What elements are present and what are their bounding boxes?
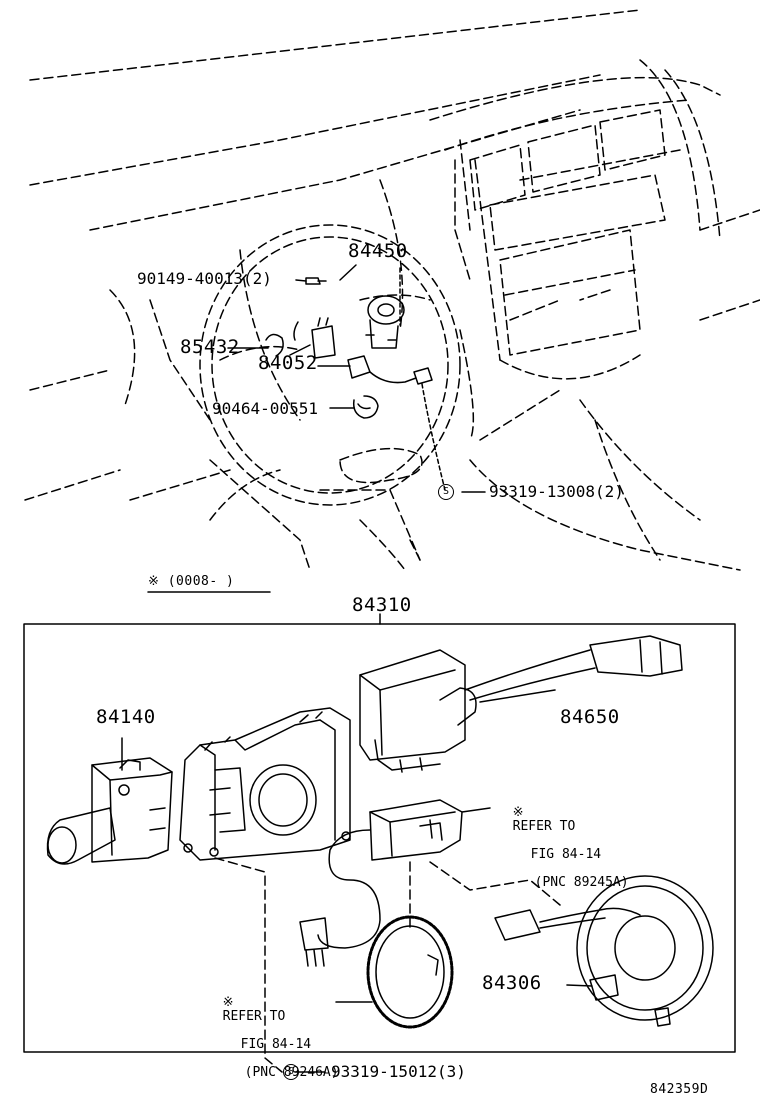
refer-note-89245a: ※ REFER TO FIG 84-14 (PNC 89245A)	[497, 792, 629, 890]
refer-line3: (PNC 89246A)	[244, 1065, 339, 1080]
refer-line3: (PNC 89245A)	[534, 875, 629, 890]
lower-leader-lines	[214, 807, 561, 1073]
refer-line2: FIG 84-14	[240, 1037, 312, 1052]
refer-line2: FIG 84-14	[530, 847, 602, 862]
s-mark-icon: S	[283, 1064, 299, 1080]
part-label-84450: 84450	[348, 240, 408, 262]
switch-body-drawing	[179, 707, 351, 861]
part-label-93319-13008: 93319-13008(2)	[489, 482, 624, 501]
part-label-84140: 84140	[96, 706, 156, 728]
connector-block-drawing	[299, 799, 463, 967]
dashboard-outline	[24, 9, 760, 571]
upper-parts	[227, 264, 486, 493]
assembly-84310-frame	[23, 613, 736, 1053]
part-label-93319-15012: 93319-15012(3)	[331, 1062, 466, 1081]
refer-star: ※	[222, 995, 234, 1010]
date-range-note: ※ (0008- )	[148, 574, 235, 589]
refer-line1: REFER TO	[512, 819, 576, 834]
part-label-84650: 84650	[560, 706, 620, 728]
assembly-label-84310: 84310	[352, 594, 412, 616]
part-label-85432: 85432	[180, 336, 240, 358]
part-label-90149-40013: 90149-40013(2)	[137, 269, 272, 288]
switch-84650-drawing	[359, 635, 683, 773]
console-panels	[469, 109, 681, 356]
part-label-90464-00551: 90464-00551	[212, 399, 318, 418]
clock-spring-drawing	[494, 875, 714, 1027]
steering-wheel-outline	[199, 224, 461, 506]
diagram-code: 842359D	[650, 1082, 709, 1097]
refer-line1: REFER TO	[222, 1009, 286, 1024]
refer-star: ※	[512, 805, 524, 820]
sensor-ring-drawing	[366, 915, 454, 1029]
switch-84140-drawing	[46, 737, 173, 865]
part-label-84306: 84306	[482, 972, 542, 994]
part-label-84052: 84052	[258, 352, 318, 374]
s-mark-icon: S	[438, 484, 454, 500]
refer-note-89246a: ※ REFER TO FIG 84-14 (PNC 89246A)	[207, 982, 339, 1080]
